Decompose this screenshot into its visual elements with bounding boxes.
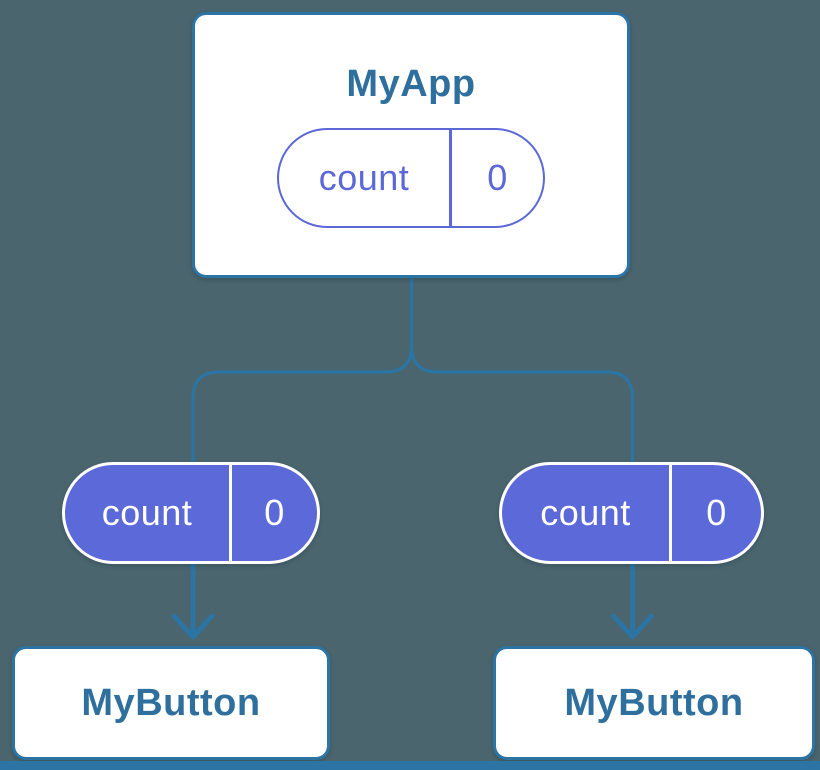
node-mybutton-right: MyButton xyxy=(493,646,815,760)
prop-pill-right-value: 0 xyxy=(706,492,727,533)
node-mybutton-left-title: MyButton xyxy=(81,681,261,724)
prop-pill-right: count 0 xyxy=(499,462,764,564)
arrow-down-right-icon xyxy=(611,557,654,640)
arrow-down-left-icon xyxy=(171,557,215,640)
prop-pill-left-value: 0 xyxy=(264,492,285,533)
node-myapp: MyApp count 0 xyxy=(192,12,630,278)
bottom-frame-bar xyxy=(0,761,820,770)
prop-pill-right-name: count xyxy=(502,465,672,561)
node-mybutton-right-title: MyButton xyxy=(564,681,744,724)
state-pill-myapp: count 0 xyxy=(277,128,545,228)
state-pill-myapp-name: count xyxy=(279,130,452,226)
prop-pill-left-name: count xyxy=(65,465,232,561)
node-mybutton-left: MyButton xyxy=(12,646,330,760)
prop-pill-left: count 0 xyxy=(62,462,320,564)
node-myapp-title: MyApp xyxy=(346,63,476,105)
tree-branch-lines xyxy=(191,278,635,466)
state-pill-myapp-value: 0 xyxy=(487,157,508,198)
